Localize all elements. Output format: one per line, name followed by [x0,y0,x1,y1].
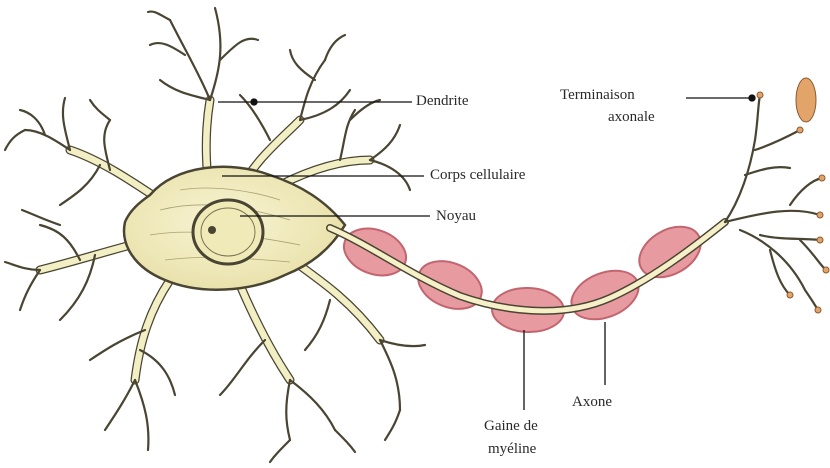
label-corps-cellulaire: Corps cellulaire [430,166,525,184]
label-axone: Axone [572,393,612,411]
label-noyau: Noyau [436,207,476,225]
axon-terminal-bulbs [757,78,829,313]
axon-terminals [725,95,826,310]
axon [330,216,725,333]
label-terminaison-line2: axonale [608,108,655,126]
label-dendrite: Dendrite [416,92,468,110]
label-gaine-line2: myéline [488,440,536,458]
label-gaine-line1: Gaine de [484,417,538,435]
label-terminaison-line1: Terminaison [560,86,635,104]
nucleus [193,200,263,264]
